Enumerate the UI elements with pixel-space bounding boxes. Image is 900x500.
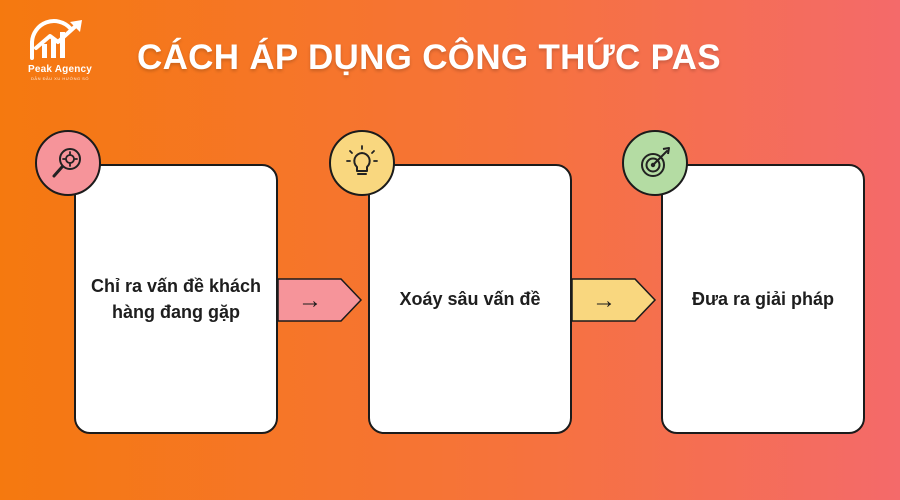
step-label: Xoáy sâu vấn đề [399,289,541,309]
step-card-agitate: Xoáy sâu vấn đề [368,164,572,434]
target-icon [622,130,688,196]
step-card-solution: Đưa ra giải pháp [661,164,865,434]
lightbulb-icon [329,130,395,196]
step-label: Chỉ ra vấn đề khách hàng đang gặp [90,276,262,322]
peak-agency-logo: Peak Agency DẪN ĐẦU XU HƯỚNG SỐ [20,18,100,88]
step-card-problem: Chỉ ra vấn đề khách hàng đang gặp [74,164,278,434]
step-label: Đưa ra giải pháp [691,289,835,309]
growth-chart-icon [30,19,82,60]
flow-arrow-1 [277,278,363,322]
search-gear-icon [35,130,101,196]
page-title: CÁCH ÁP DỤNG CÔNG THỨC PAS [137,38,721,77]
logo-tagline: DẪN ĐẦU XU HƯỚNG SỐ [31,76,89,81]
flow-arrow-2 [571,278,657,322]
arrow-right-icon: → [298,287,322,314]
logo-name: Peak Agency [27,64,93,75]
arrow-right-icon: → [592,287,616,314]
